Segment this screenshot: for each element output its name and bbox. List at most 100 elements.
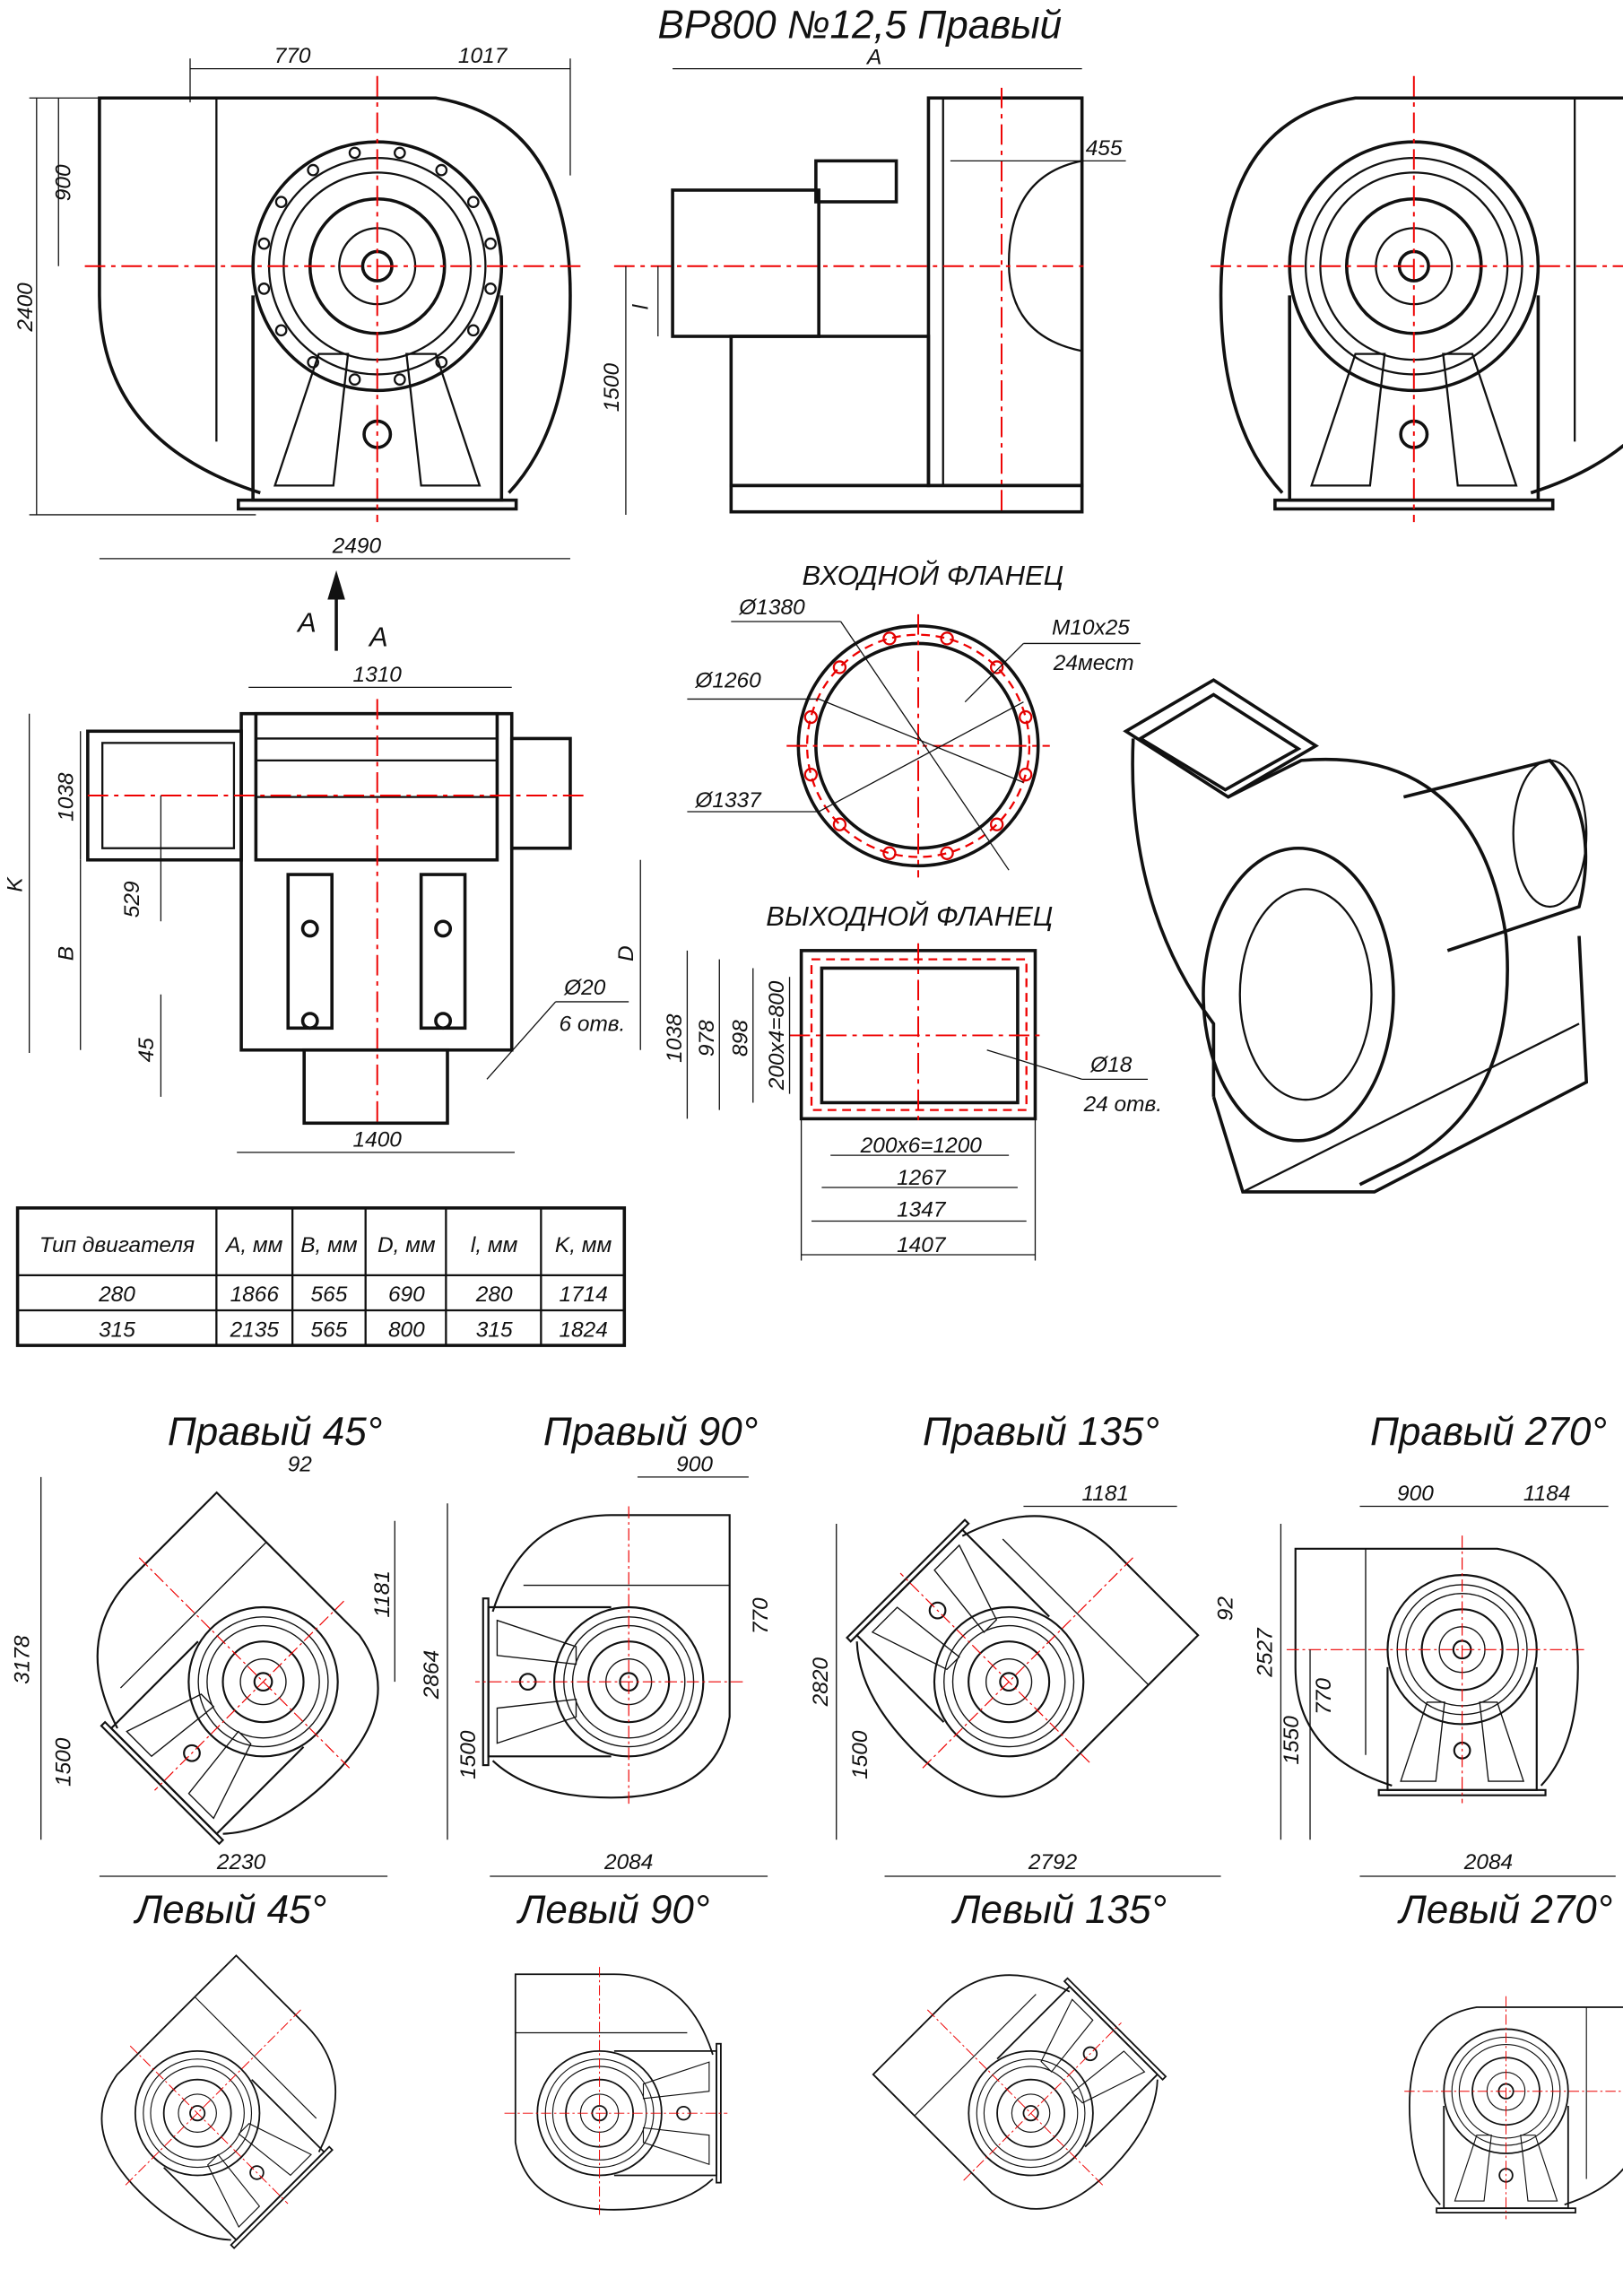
dim: 1181 [370,1570,395,1618]
table-header: Тип двигателя [39,1233,195,1257]
dim-1400: 1400 [353,1127,403,1152]
dim-k: K [3,876,27,892]
bolt-hole [832,817,847,831]
inlet-flange-view: ВХОДНОЙ ФЛАНЕЦ Ø1380 Ø1260 Ø1337 M10x25 … [687,559,1141,878]
bolt-hole [1019,709,1033,725]
orientation-title: Правый 135° [923,1410,1159,1454]
orientation-views: Правый 45° Правый 90° Правый 135° Правый… [11,1410,1623,2277]
table-cell: 280 [475,1283,513,1307]
inlet-dia-1380: Ø1380 [738,596,805,620]
bolt-hole [394,373,406,386]
view-label-a-left: A [296,606,317,638]
fan-left-270 [1402,1995,1623,2221]
table-header: K, мм [555,1233,612,1257]
bolt-hole [989,817,1004,831]
table-cell: 1866 [230,1283,280,1307]
dim: 3178 [11,1635,35,1684]
outlet-flange-title: ВЫХОДНОЙ ФЛАНЕЦ [766,900,1053,932]
outlet-w-1267: 1267 [897,1166,947,1190]
dim-900: 900 [51,164,75,201]
bolt-hole [435,163,448,177]
bolt-hole [803,768,818,782]
bolt-hole [274,196,288,209]
inlet-dia-1260: Ø1260 [694,668,761,692]
orientation-title: Левый 135° [950,1888,1167,1932]
dim: 92 [1214,1596,1238,1622]
orientation-title: Левый 270° [1397,1888,1613,1932]
bolt-hole [989,660,1004,674]
dim: 2084 [603,1850,653,1874]
bolt-hole [466,196,480,209]
fan-right-90 [473,1505,744,1806]
outlet-h-800: 200x4=800 [765,980,789,1091]
dim-1017: 1017 [458,44,508,68]
outlet-h-978: 978 [695,1020,719,1057]
bolt-hole [274,324,288,337]
bolt-hole [803,709,818,725]
inlet-flange-title: ВХОДНОЙ ФЛАНЕЦ [803,559,1064,591]
bolt-hole [484,237,497,250]
dim: 900 [1397,1482,1434,1506]
dim: 770 [1312,1678,1336,1715]
dim: 2084 [1463,1850,1513,1874]
bolt-hole [940,631,954,646]
bolt-hole [307,163,320,177]
bolt-hole [1019,768,1033,782]
dim-l: l [629,304,653,309]
isometric-view [1123,678,1589,1194]
dim: 1184 [1523,1482,1571,1506]
table-cell: 800 [388,1318,425,1342]
table-row: 315 2135 565 800 315 1824 [99,1318,608,1342]
outlet-w-1407: 1407 [897,1233,947,1257]
front-view: 770 1017 900 2400 2490 [13,44,584,560]
bolt-hole [307,356,320,369]
dim: 92 [288,1452,313,1476]
bolt-hole [394,146,406,160]
table-row: 280 1866 565 690 280 1714 [98,1283,608,1307]
table-cell: 315 [99,1318,135,1342]
view-arrow-a: A A [296,570,388,653]
fan-right-45 [30,1475,432,1879]
view-label-a-right: A [368,622,388,653]
dim-1038-top: 1038 [55,772,79,822]
bolt-hole [348,146,361,160]
dim: 2527 [1254,1627,1278,1678]
outlet-h-898: 898 [728,1020,752,1057]
table-cell: 315 [476,1318,513,1342]
drawing-title: ВР800 №12,5 Правый [657,3,1062,47]
orientation-title: Правый 90° [543,1410,759,1454]
dim: 2864 [420,1650,444,1700]
orientation-title: Левый 45° [133,1888,326,1932]
dim-770: 770 [274,44,311,68]
bolt-hole [435,356,448,369]
fan-left-135 [859,1918,1195,2254]
motor-table: Тип двигателя A, мм B, мм D, мм l, мм K,… [15,1206,627,1347]
fan-rear-outline [1207,74,1623,524]
table-header: l, мм [471,1233,518,1257]
dim: 2820 [809,1657,833,1708]
dim-1310: 1310 [353,663,403,687]
dim: 1500 [51,1737,75,1787]
bolt-hole [832,660,847,674]
bolt-hole [484,283,497,295]
hole-dia-20: Ø20 [563,976,606,1000]
table-cell: 565 [311,1318,348,1342]
outlet-flange-view: ВЫХОДНОЙ ФЛАНЕЦ 1038 978 898 200x4=800 2… [663,900,1162,1261]
fan-left-90 [503,1966,729,2217]
bolt-hole [257,237,271,250]
fan-left-45 [56,1942,393,2277]
orientation-title: Левый 90° [516,1888,709,1932]
dim-2490: 2490 [332,534,382,558]
front-bolt-holes [257,146,497,386]
bolt-hole [466,324,480,337]
bolt-hole [940,846,954,860]
fan-front-outline [82,74,584,524]
outlet-w-1347: 1347 [897,1198,947,1222]
table-header: A, мм [224,1233,283,1257]
dim-455: 455 [1086,136,1123,161]
dim: 1550 [1280,1716,1304,1765]
bolt-hole [882,846,897,860]
dim: 2230 [216,1850,266,1874]
table-cell: 1714 [559,1283,607,1307]
